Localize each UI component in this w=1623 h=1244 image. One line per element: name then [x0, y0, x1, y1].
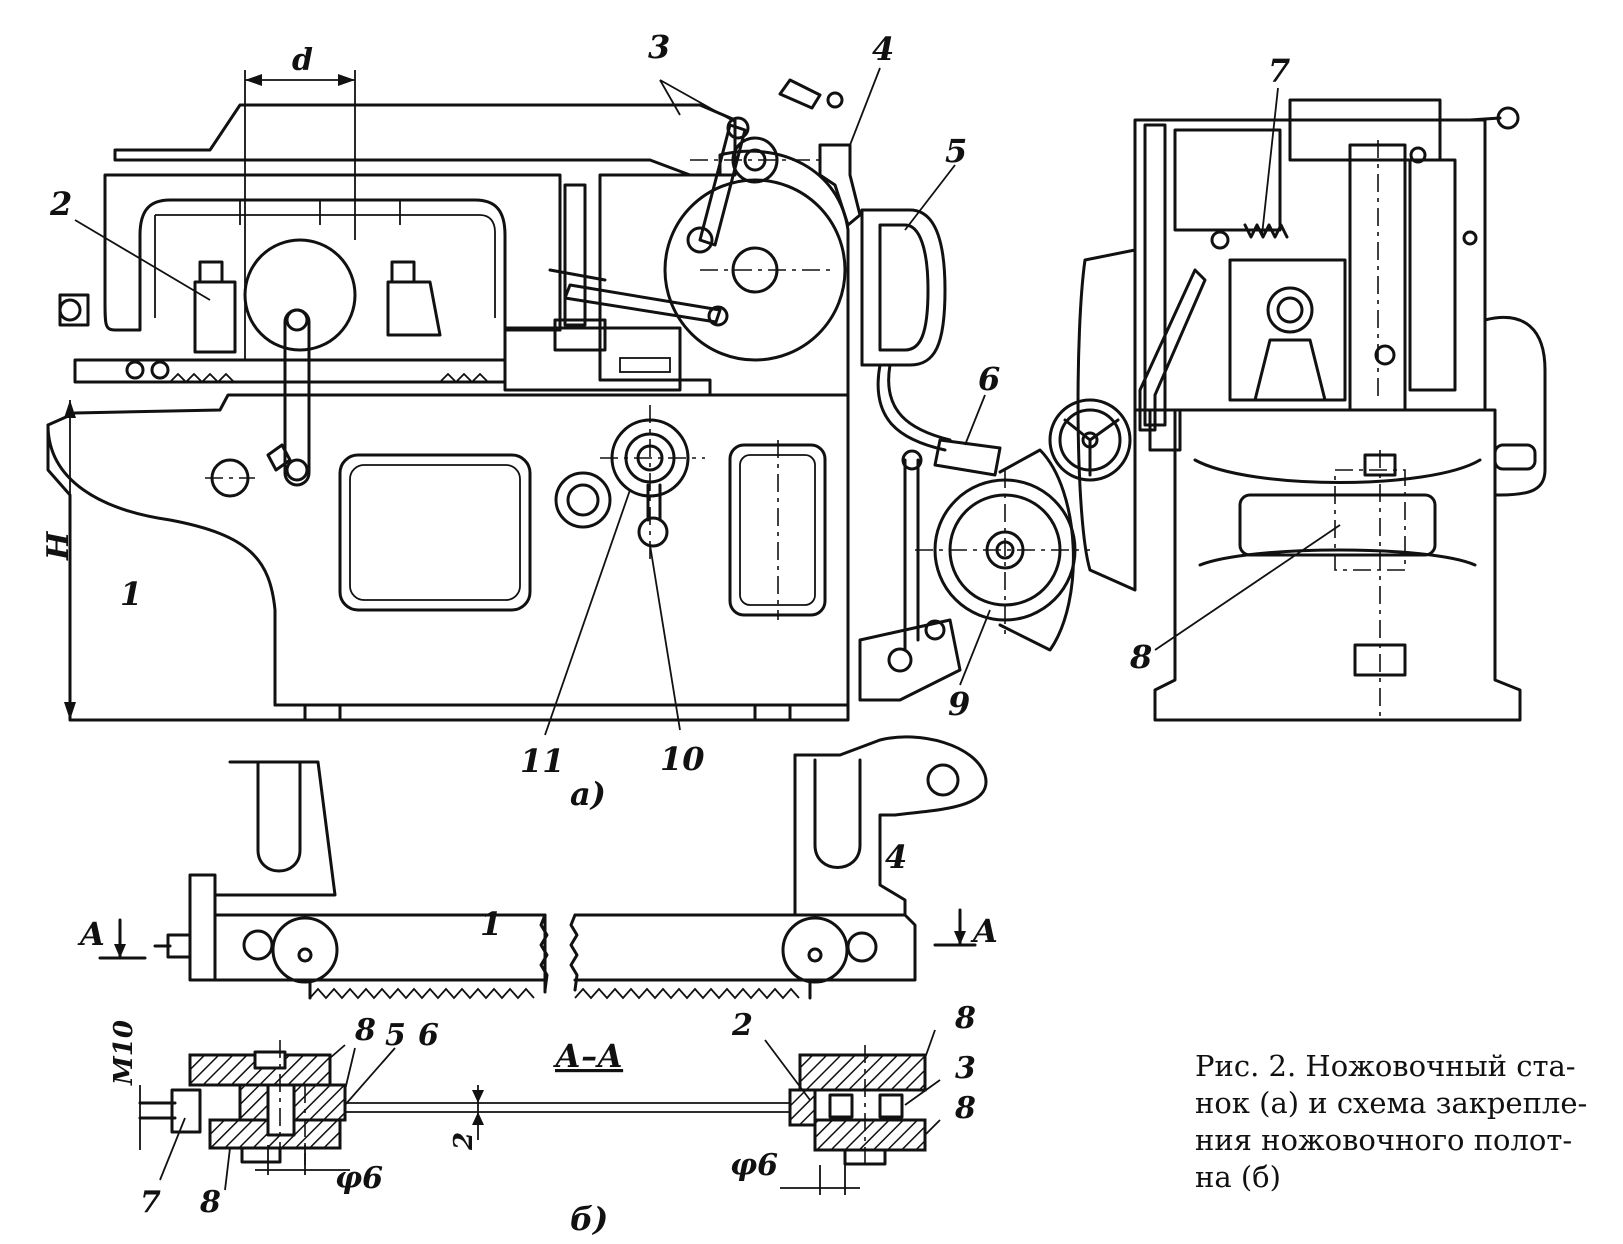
section-label-8c: 8 — [954, 1001, 976, 1036]
machine-side-view — [1048, 87, 1547, 722]
view-a-label: а) — [570, 775, 606, 813]
section-title: А–А — [553, 1037, 623, 1075]
section-label-8a: 8 — [354, 1013, 376, 1048]
figure-caption: Рис. 2. Ножовочный ста- нок (а) и схема … — [1195, 1048, 1605, 1196]
dim-phi6-left: φ6 — [335, 1161, 383, 1196]
section-label-8b: 8 — [199, 1185, 221, 1220]
view-b-label: б) — [570, 1200, 608, 1238]
section-label-7: 7 — [140, 1185, 161, 1220]
part-label-7-side: 7 — [1268, 52, 1290, 90]
part-label-2: 2 — [49, 185, 72, 223]
section-label-3: 3 — [955, 1051, 976, 1086]
part-label-5: 5 — [945, 132, 967, 170]
dim-m10: M10 — [109, 1020, 139, 1086]
caption-line-3: ния ножовочного полот- — [1195, 1123, 1573, 1157]
part-label-10: 10 — [660, 740, 705, 778]
machine-front-view — [46, 67, 1090, 736]
section-label-5: 5 — [385, 1018, 406, 1053]
section-marker-right: A — [970, 912, 998, 950]
frame-label-4: 4 — [885, 838, 907, 876]
part-label-6: 6 — [978, 360, 1000, 398]
part-label-1: 1 — [120, 575, 142, 613]
caption-line-1: Рис. 2. Ножовочный ста- — [1195, 1049, 1576, 1083]
frame-label-1: 1 — [480, 905, 502, 943]
part-label-9: 9 — [948, 685, 970, 723]
part-label-11: 11 — [520, 742, 565, 780]
dim-phi6-right: φ6 — [730, 1148, 778, 1183]
view-a-labels: d H 1 2 3 4 5 6 9 10 11 а) — [41, 28, 1000, 813]
dim-2: 2 — [449, 1132, 479, 1151]
caption-line-2: нок (а) и схема закрепле- — [1195, 1086, 1588, 1120]
section-label-2: 2 — [731, 1008, 753, 1043]
part-label-8-side: 8 — [1129, 638, 1152, 676]
view-b-labels: 1 4 A A А–А 8 5 6 7 8 2 8 3 8 M10 φ6 φ6 … — [77, 838, 998, 1238]
part-label-3: 3 — [648, 28, 670, 66]
dim-d-label: d — [292, 43, 313, 78]
dim-H-label: H — [41, 530, 76, 561]
section-label-6: 6 — [418, 1018, 439, 1053]
blade-attachment-scheme — [98, 735, 988, 1195]
caption-line-4: на (б) — [1195, 1160, 1281, 1194]
section-label-8d: 8 — [954, 1091, 976, 1126]
side-view-labels: 7 8 — [1129, 52, 1290, 676]
section-marker-left: A — [77, 915, 105, 953]
part-label-4: 4 — [872, 30, 894, 68]
